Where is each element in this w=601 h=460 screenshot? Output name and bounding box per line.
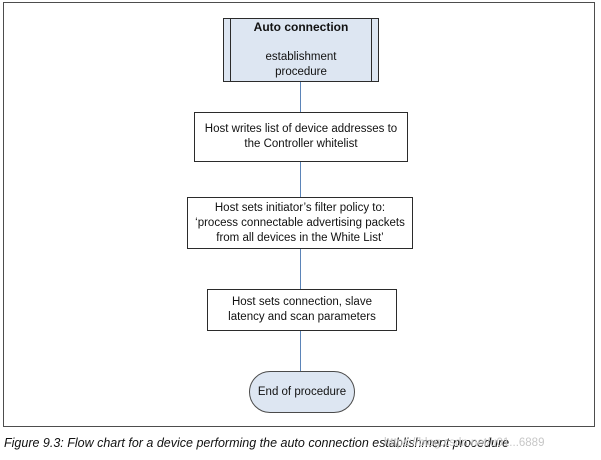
end-terminator: End of procedure bbox=[249, 371, 355, 413]
step-write-whitelist-box: Host writes list of device addresses to … bbox=[194, 112, 408, 162]
step-write-whitelist-text: Host writes list of device addresses to … bbox=[204, 123, 398, 150]
step-connection-parameters-text: Host sets connection, slave latency and … bbox=[228, 296, 376, 323]
start-process-title: Auto connection bbox=[253, 20, 349, 34]
connector-step3-end bbox=[300, 331, 301, 371]
step-filter-policy-text: Host sets initiator’s filter policy to: … bbox=[195, 201, 405, 244]
step-connection-parameters-box: Host sets connection, slave latency and … bbox=[207, 289, 397, 331]
start-process-box: Auto connection establishment procedure bbox=[223, 18, 379, 82]
step-filter-policy-box: Host sets initiator’s filter policy to: … bbox=[187, 197, 413, 249]
figure-caption: Figure 9.3: Flow chart for a device perf… bbox=[4, 436, 510, 450]
connector-start-step1 bbox=[300, 82, 301, 112]
start-process-text: establishment procedure bbox=[265, 51, 337, 78]
connector-step1-step2 bbox=[300, 162, 301, 197]
end-terminator-text: End of procedure bbox=[257, 385, 347, 398]
figure-frame bbox=[3, 2, 595, 427]
connector-step2-step3 bbox=[300, 249, 301, 289]
